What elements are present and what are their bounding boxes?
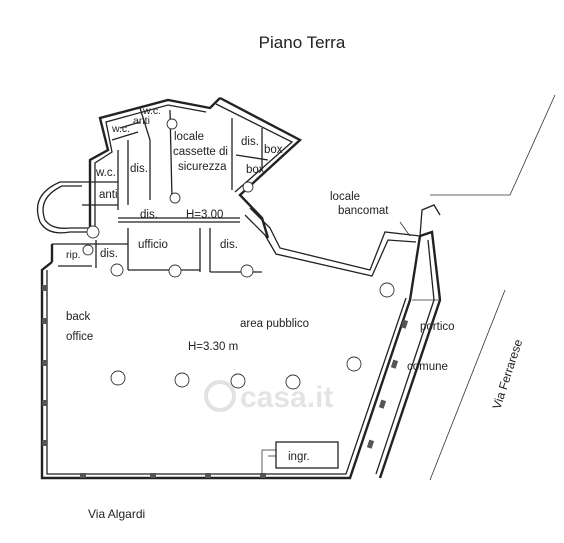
room-label-anti: anti (133, 115, 150, 127)
building-perimeter (40, 235, 422, 480)
room-label-cassette: cassette di (173, 146, 228, 158)
room-label-sicurezza: sicurezza (178, 161, 227, 173)
column (169, 192, 181, 204)
bancomat-corridor (244, 204, 441, 277)
room-label-dis: dis. (130, 163, 148, 175)
room-label-portico: portico (420, 321, 455, 333)
column (166, 118, 178, 130)
room-label-dis: dis. (100, 248, 118, 260)
room-label-height: H=3.30 m (188, 341, 238, 353)
room-label-wc: w.c. (95, 167, 116, 179)
room-label-ufficio: ufficio (138, 239, 168, 251)
room-label-dis: dis. (140, 209, 158, 221)
street-boundary (429, 94, 556, 481)
column (242, 181, 254, 193)
street-label-ferrarese: Via Ferrarese (490, 337, 526, 411)
column (230, 373, 246, 389)
room-label-wc: w.c. (142, 105, 161, 117)
room-label-comune: comune (407, 361, 448, 373)
room-label-bancomat: bancomat (338, 205, 389, 217)
room-label-box: box (246, 164, 265, 176)
watermark: casa.it (204, 380, 333, 414)
column (285, 374, 301, 390)
room-label-box: box (264, 144, 283, 156)
column (82, 244, 94, 256)
entrance (261, 441, 339, 474)
portico-structure (366, 230, 442, 479)
column (110, 263, 124, 277)
room-label-office: office (66, 331, 93, 343)
watermark-text: casa.it (240, 381, 333, 414)
room-label-ingr: ingr. (288, 451, 310, 463)
service-block (36, 96, 303, 239)
room-label-wc: w.c. (111, 123, 130, 135)
column (174, 372, 190, 388)
column (346, 356, 362, 372)
column (86, 225, 100, 239)
room-label-locale: locale (174, 131, 204, 143)
room-label-anti: anti (99, 189, 118, 201)
column (110, 370, 126, 386)
watermark-logo-icon (204, 380, 236, 412)
room-label-locale: locale (330, 191, 360, 203)
street-label-algardi: Via Algardi (88, 507, 145, 521)
column (379, 282, 395, 298)
columns (82, 118, 395, 390)
room-label-rip: rip. (66, 249, 81, 261)
room-label-area-pubblico: area pubblico (240, 318, 309, 330)
column (168, 264, 182, 278)
room-label-dis: dis. (241, 136, 259, 148)
room-label-back: back (66, 311, 91, 323)
room-label-height: H=3.00 (186, 209, 223, 221)
room-label-dis: dis. (220, 239, 238, 251)
column (240, 264, 254, 278)
plan-title: Piano Terra (259, 33, 346, 52)
